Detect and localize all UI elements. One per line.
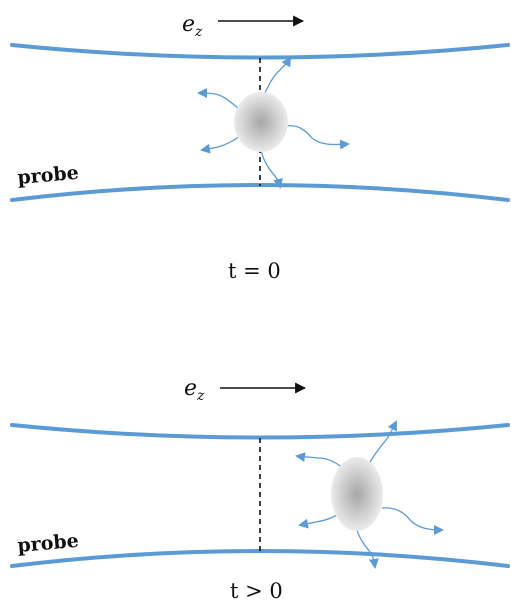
beam-lower-boundary [10, 183, 510, 202]
emission-arrow-right [381, 507, 444, 535]
panel-bottom: ez probe t > 0 [10, 376, 510, 603]
direction-label: ez [182, 12, 203, 40]
probe-label: probe [17, 162, 80, 189]
direction-label: ez [184, 376, 205, 404]
emission-arrow-upleft [197, 88, 239, 109]
emission-arrow-up [369, 420, 397, 463]
emission-arrow-down [260, 149, 283, 189]
beam-lower-boundary [10, 549, 510, 568]
time-label: t > 0 [230, 579, 283, 603]
emission-arrow-down [356, 529, 379, 569]
probe-label: probe [17, 530, 80, 557]
emission-arrow-downleft [298, 514, 338, 529]
gray-sphere-icon [331, 457, 383, 531]
beam-upper-boundary [10, 423, 510, 440]
emission-arrow-upleft [295, 452, 344, 469]
emission-arrow-downleft [200, 135, 241, 154]
emission-arrow-up [261, 56, 292, 101]
emission-arrow-right [284, 124, 350, 150]
time-label: t = 0 [228, 259, 281, 283]
beam-upper-boundary [10, 43, 510, 60]
gray-sphere-icon [234, 92, 288, 152]
panel-top: ez probe t = 0 [10, 12, 510, 283]
